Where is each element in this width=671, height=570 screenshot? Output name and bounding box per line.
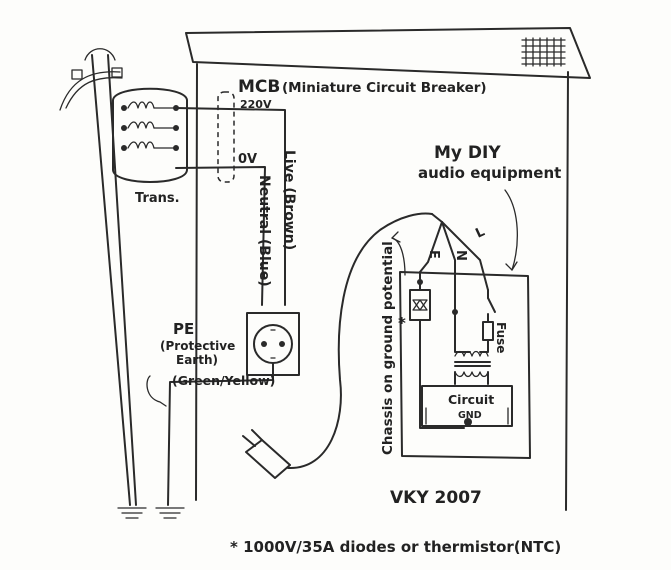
arrow-diy — [504, 189, 518, 271]
live-wire-label: Live (Brown) — [281, 150, 297, 250]
diy-label-1: My DIY — [434, 143, 501, 163]
neutral-terminal-label: N — [453, 250, 468, 261]
power-switch — [487, 289, 496, 323]
pe-label: PE — [173, 320, 194, 338]
earth-terminal-label: E — [426, 250, 441, 259]
power-cable — [287, 212, 433, 470]
ground-symbol-pole — [117, 507, 147, 519]
protection-diodes — [409, 271, 431, 346]
live-terminal-label: L — [473, 225, 487, 242]
mcb-box — [217, 91, 235, 183]
ground-symbol-pe — [155, 507, 185, 519]
pe-wire — [146, 362, 274, 506]
equipment-chassis — [399, 271, 531, 459]
inner-neutral — [452, 309, 471, 353]
arrow-chassis — [391, 231, 406, 276]
gnd-label: GND — [458, 410, 482, 421]
voltage-0-label: 0V — [238, 152, 257, 167]
house-roof — [185, 27, 591, 79]
fuse-component — [479, 321, 494, 353]
cable-split — [419, 213, 489, 321]
transformer — [112, 87, 188, 183]
pe-desc-3: (Green/Yellow) — [172, 373, 275, 388]
circuit-block — [419, 344, 513, 429]
fuse-label: Fuse — [494, 322, 508, 353]
neutral-wire-label: Neutral (Blue) — [256, 175, 272, 287]
diode-star-label: * — [398, 314, 406, 332]
pe-desc-1: (Protective — [160, 339, 235, 353]
utility-pole — [59, 48, 137, 506]
pe-desc-2: Earth) — [176, 353, 218, 367]
footnote-label: * 1000V/35A diodes or thermistor(NTC) — [230, 538, 561, 556]
house-walls — [195, 63, 569, 511]
circuit-label: Circuit — [448, 392, 494, 407]
diy-label-2: audio equipment — [418, 164, 561, 182]
mcb-label: MCB — [238, 77, 280, 97]
chassis-label: Chassis on ground potential — [380, 241, 396, 455]
signature-label: VKY 2007 — [390, 488, 482, 508]
inner-transformer — [454, 350, 491, 385]
power-plug — [242, 429, 291, 479]
transformer-label: Trans. — [135, 191, 180, 206]
solar-grid-icon — [521, 37, 566, 67]
mains-wiring — [175, 107, 286, 306]
mcb-full-label: (Miniature Circuit Breaker) — [282, 80, 487, 96]
voltage-220-label: 220V — [240, 98, 272, 111]
